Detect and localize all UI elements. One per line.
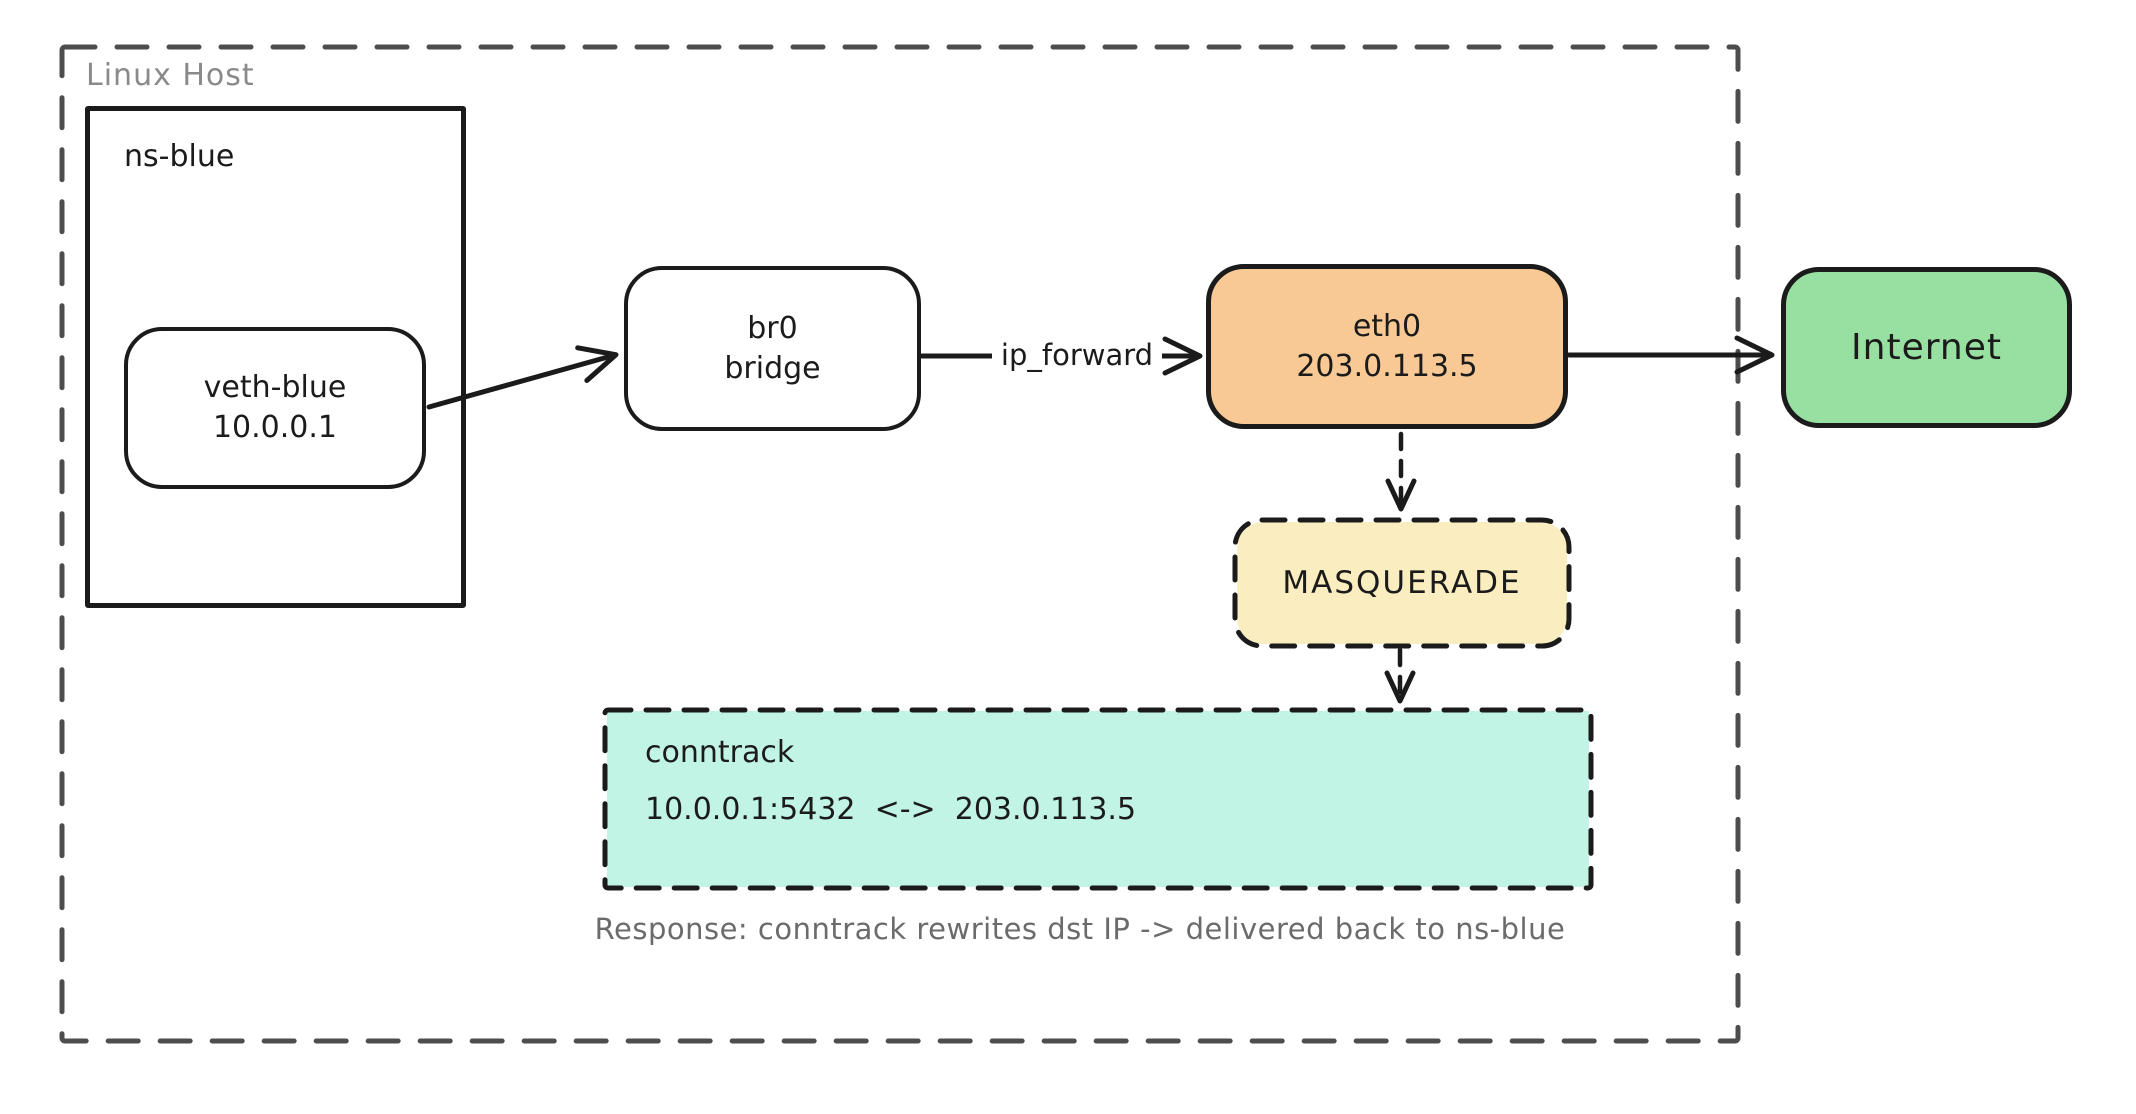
veth-blue-node: veth-blue 10.0.0.1 <box>124 327 426 489</box>
ns-blue-label: ns-blue <box>124 139 235 174</box>
response-caption: Response: conntrack rewrites dst IP -> d… <box>594 912 1566 946</box>
conntrack-title: conntrack <box>645 735 795 770</box>
conntrack-node: conntrack 10.0.0.1:5432 <-> 203.0.113.5 <box>607 711 1589 887</box>
linux-host-label: Linux Host <box>86 58 255 93</box>
veth-blue-name: veth-blue <box>203 370 347 406</box>
eth0-ip: 203.0.113.5 <box>1296 348 1478 384</box>
internet-label: Internet <box>1851 326 2002 368</box>
br0-role: bridge <box>724 350 821 386</box>
conntrack-entry: 10.0.0.1:5432 <-> 203.0.113.5 <box>645 792 1137 827</box>
eth0-node: eth0 203.0.113.5 <box>1206 264 1568 429</box>
br0-name: br0 <box>747 310 798 346</box>
ip-forward-label: ip_forward <box>992 333 1162 377</box>
masquerade-label: MASQUERADE <box>1282 565 1522 601</box>
internet-node: Internet <box>1781 267 2072 428</box>
veth-blue-ip: 10.0.0.1 <box>212 410 338 445</box>
br0-bridge-node: br0 bridge <box>624 266 921 431</box>
masquerade-node: MASQUERADE <box>1237 522 1567 644</box>
eth0-name: eth0 <box>1352 308 1422 344</box>
